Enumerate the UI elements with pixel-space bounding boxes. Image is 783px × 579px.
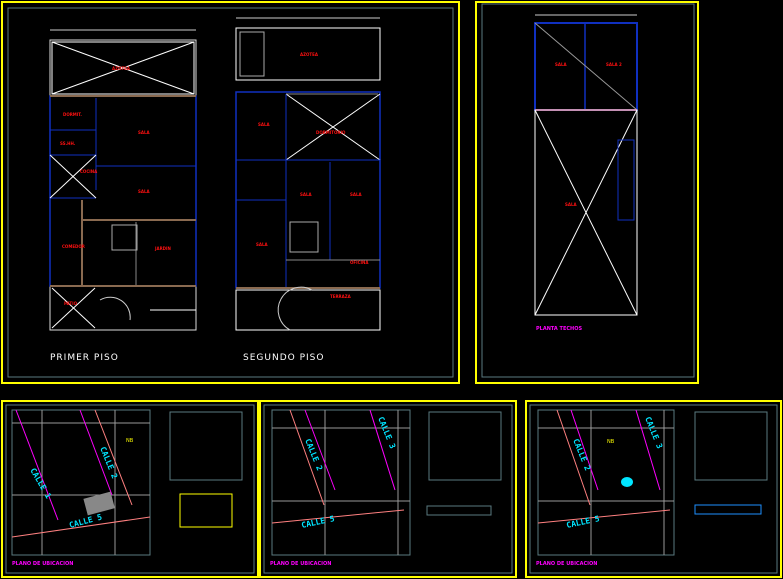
room-label: AZOTEA <box>112 66 131 71</box>
room-label: SS.HH. <box>60 141 76 146</box>
room-label: COCINA <box>80 169 98 174</box>
room-label: PATIO <box>64 301 78 306</box>
first-floor-room-labels: AZOTEA DORMIT. SS.HH. SALA COCINA SALA C… <box>60 66 171 306</box>
sheet-location-2: CALLE 2 CALLE 3 CALLE 5 PLANO DE UBICACI… <box>259 400 517 578</box>
sheet-floor-plans: AZOTEA DORMIT. SS.HH. SALA COCINA SALA C… <box>1 1 460 384</box>
location-caption: PLANO DE UBICACION <box>12 561 73 567</box>
location-caption: PLANO DE UBICACION <box>536 561 597 567</box>
second-floor-plan <box>235 17 381 331</box>
room-label: SALA <box>138 130 151 135</box>
room-label: SALA <box>138 189 151 194</box>
room-label: JARDIN <box>154 246 171 251</box>
room-label: SALA <box>256 242 269 247</box>
north-marker: NB <box>126 438 134 444</box>
north-marker: NB <box>607 439 615 445</box>
room-label: SALA <box>258 122 271 127</box>
room-label: OFICINA <box>350 260 369 265</box>
second-floor-room-labels: AZOTEA SALA DORMITORIO SALA SALA SALA OF… <box>256 52 369 299</box>
roof-plan-caption: PLANTA TECHOS <box>536 326 582 332</box>
sheet-roof-plan: SALA SALA 2 SALA PLANTA TECHOS <box>475 1 699 384</box>
street-label: CALLE 2 <box>571 437 592 472</box>
room-label: TERRAZA <box>330 294 352 299</box>
room-label: SALA <box>565 202 578 207</box>
room-label: AZOTEA <box>300 52 319 57</box>
sheet-location-1: CALLE 1 CALLE 2 CALLE 5 NB PLANO DE UBIC… <box>1 400 259 578</box>
location-caption: PLANO DE UBICACION <box>270 561 331 567</box>
sheet-location-3: CALLE 2 CALLE 3 CALLE 5 NB PLANO DE UBIC… <box>525 400 782 578</box>
second-floor-title: SEGUNDO PISO <box>243 353 324 363</box>
street-label: CALLE 5 <box>566 514 601 530</box>
first-floor-plan <box>49 29 197 331</box>
room-label: SALA <box>555 62 568 67</box>
street-label: CALLE 5 <box>301 514 336 530</box>
room-label: COMEDOR <box>62 244 85 249</box>
room-label: SALA <box>350 192 363 197</box>
room-label: SALA <box>300 192 313 197</box>
street-label: CALLE 5 <box>68 512 103 529</box>
room-label: SALA 2 <box>606 62 622 67</box>
room-label: DORMITORIO <box>316 130 346 135</box>
street-label: CALLE 3 <box>376 415 397 450</box>
first-floor-title: PRIMER PISO <box>50 353 119 363</box>
room-label: DORMIT. <box>63 112 82 117</box>
